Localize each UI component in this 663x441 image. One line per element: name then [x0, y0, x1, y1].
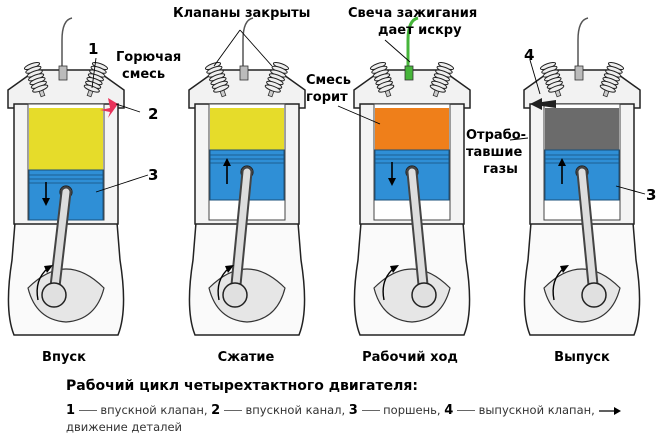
fuel-mixture-label-2: смесь: [122, 67, 166, 82]
spark-plug: [61, 17, 73, 68]
legend-dash: [78, 410, 97, 411]
legend-dash: [456, 410, 475, 411]
connecting-rod-inner: [408, 168, 428, 299]
connecting-rod-inner: [50, 188, 70, 299]
legend-key-4: 4: [444, 403, 454, 418]
engine-stage-0: [7, 17, 125, 336]
arrow-head-icon: [388, 178, 396, 186]
connecting-rod-inner: [578, 168, 598, 299]
combustion-chamber: [375, 108, 449, 150]
arrow-head-icon: [44, 265, 53, 273]
engine-stage-2: [353, 16, 471, 336]
valves-closed-label: Клапаны закрыты: [173, 6, 311, 21]
combustion-chamber: [545, 108, 619, 150]
leader-line: [529, 59, 541, 95]
callout-1: 1: [88, 40, 99, 58]
valve-spring-coil: [378, 84, 395, 93]
spark-plug: [577, 17, 589, 68]
exhaust-valve-spring: [429, 61, 455, 98]
arrow-head-icon: [390, 265, 399, 273]
legend-key-1: 1: [66, 403, 76, 418]
legend-text-3: поршень,: [383, 403, 441, 417]
exhaust-gas-label-2: тавшие: [466, 145, 523, 160]
stage-label-compression: Сжатие: [217, 350, 275, 365]
callout-3-exhaust: 3: [646, 186, 657, 204]
engine-stage-1: [188, 17, 306, 336]
callout-2: 2: [148, 105, 159, 123]
leader-line: [91, 57, 97, 89]
leader-line: [384, 39, 411, 63]
spark-plug-body: [574, 65, 584, 81]
spark-plug-body: [58, 65, 68, 81]
spark-plug-body: [404, 65, 414, 81]
arrow-head-icon: [558, 158, 566, 166]
valve-spring-coil: [213, 84, 230, 93]
exhaust-flow-arrow: [530, 98, 556, 110]
leader-line: [239, 29, 273, 67]
legend-key-3: 3: [348, 403, 358, 418]
valve-spring-coil: [548, 84, 565, 93]
combustion-chamber: [210, 108, 284, 150]
spark-plug: [406, 16, 419, 68]
exhaust-valve-spring: [264, 61, 290, 98]
legend-text-5: движение деталей: [66, 420, 183, 434]
legend-key-2: 2: [211, 403, 221, 418]
callout-3: 3: [148, 166, 159, 184]
intake-valve-spring: [23, 61, 49, 98]
exhaust-gas-label-3: газы: [483, 162, 518, 177]
stage-label-exhaust: Выпуск: [554, 350, 610, 365]
movement-arrow-icon: [599, 406, 622, 415]
exhaust-valve-spring: [599, 61, 625, 98]
leader-line: [115, 103, 141, 113]
mixture-burns-label-2: горит: [306, 90, 348, 105]
valve-spring-coil: [429, 84, 446, 93]
diagram-caption: Рабочий цикл четырехтактного двигателя:: [66, 378, 418, 394]
legend-text-2: впускной канал,: [245, 403, 346, 417]
crank-pin: [222, 282, 248, 308]
combustion-chamber: [29, 108, 103, 170]
leader-line: [213, 29, 241, 67]
spark-plug: [242, 17, 254, 68]
legend-dash: [223, 410, 242, 411]
valve-spring-coil: [32, 84, 49, 93]
exhaust-gas-label-1: Отрабо-: [466, 128, 527, 143]
arrow-head-icon: [223, 158, 231, 166]
leader-line: [509, 137, 529, 141]
spark-plug-label-2: дает искру: [378, 23, 462, 38]
valve-spring-coil: [264, 84, 281, 93]
leader-line: [95, 174, 149, 193]
engine-stage-3: [523, 17, 641, 336]
intake-flow-arrow: [100, 98, 118, 118]
crank-pin: [411, 282, 437, 308]
legend-text-1: впускной клапан,: [100, 403, 208, 417]
intake-valve-spring: [539, 61, 565, 98]
arrow-head-icon: [560, 265, 569, 273]
leader-line: [615, 185, 646, 195]
spark-plug-body: [239, 65, 249, 81]
stage-label-intake: Впуск: [42, 350, 86, 365]
fuel-mixture-label-1: Горючая: [116, 50, 182, 65]
valve-spring-coil: [599, 84, 616, 93]
arrow-head-icon: [225, 265, 234, 273]
legend: 1 впускной клапан, 2 впускной канал, 3 п…: [66, 402, 656, 436]
intake-valve-spring: [369, 61, 395, 98]
connecting-rod-inner: [231, 168, 251, 299]
stage-label-power: Рабочий ход: [362, 350, 458, 365]
legend-text-4: выпускной клапан,: [478, 403, 595, 417]
callout-4: 4: [524, 46, 535, 64]
intake-valve-spring: [204, 61, 230, 98]
legend-dash: [361, 410, 380, 411]
spark-plug-label-1: Свеча зажигания: [348, 6, 478, 21]
leader-line: [337, 105, 381, 125]
arrow-head-icon: [42, 198, 50, 206]
crank-pin: [581, 282, 607, 308]
mixture-burns-label-1: Смесь: [306, 73, 351, 88]
crank-pin: [41, 282, 67, 308]
